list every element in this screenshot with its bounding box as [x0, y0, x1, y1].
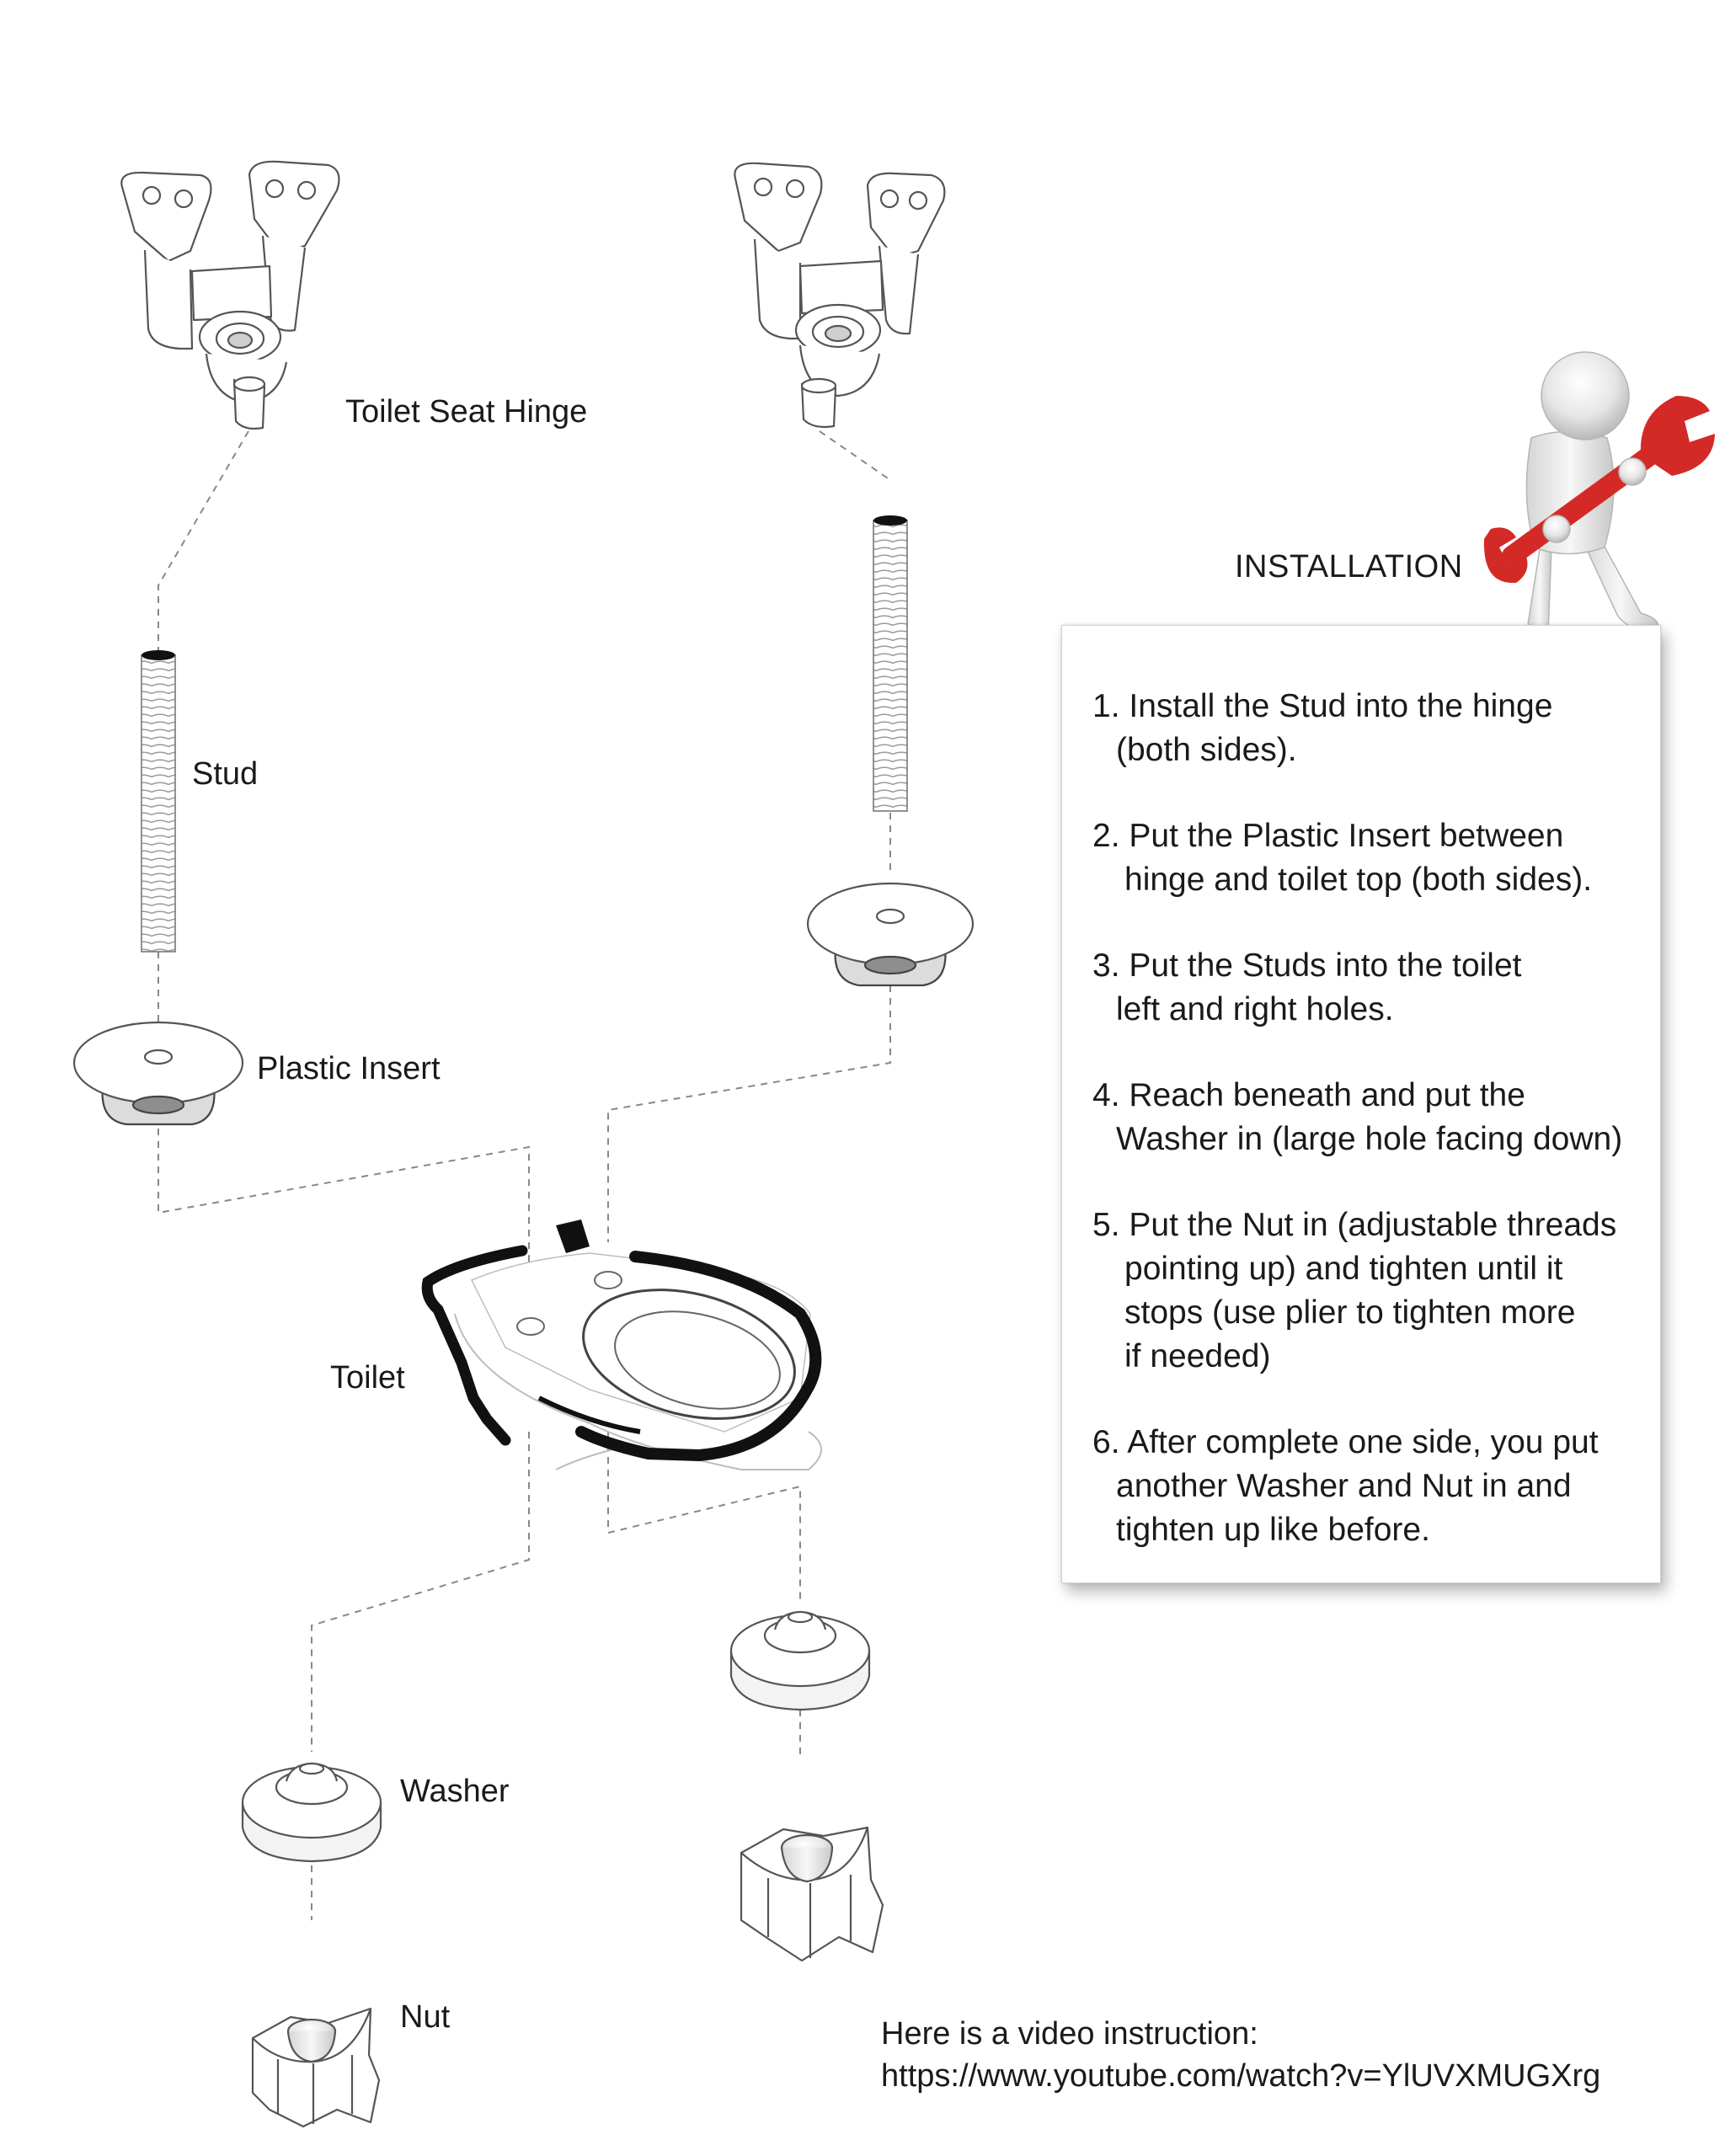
insert-icon	[72, 1021, 244, 1126]
step-3-line2: left and right holes.	[1116, 991, 1394, 1027]
step-4-line1: 4. Reach beneath and put the	[1092, 1077, 1525, 1113]
installation-steps-panel: 1. Install the Stud into the hinge (both…	[1061, 625, 1661, 1583]
installation-title: INSTALLATION	[1235, 549, 1463, 584]
step-2: 2. Put the Plastic Insert between hinge …	[1092, 814, 1635, 902]
step-5-line3: stops (use plier to tighten more	[1124, 1294, 1576, 1331]
step-4-line2: Washer in (large hole facing down)	[1116, 1121, 1623, 1157]
stud-icon	[873, 515, 908, 812]
step-6: 6. After complete one side, you put anot…	[1092, 1421, 1635, 1552]
step-1-line1: 1. Install the Stud into the hinge	[1092, 688, 1553, 724]
step-5: 5. Put the Nut in (adjustable threads po…	[1092, 1203, 1635, 1379]
step-2-line1: 2. Put the Plastic Insert between	[1092, 818, 1564, 854]
step-5-line1: 5. Put the Nut in (adjustable threads	[1092, 1207, 1617, 1243]
label-hinge: Toilet Seat Hinge	[345, 394, 588, 430]
label-washer: Washer	[400, 1774, 510, 1809]
video-instruction: Here is a video instruction: https://www…	[881, 2013, 1600, 2097]
step-5-line4: if needed)	[1124, 1338, 1271, 1374]
step-1: 1. Install the Stud into the hinge (both…	[1092, 685, 1635, 772]
step-6-line2: another Washer and Nut in and	[1116, 1468, 1572, 1504]
step-2-line2: hinge and toilet top (both sides).	[1124, 862, 1593, 898]
step-4: 4. Reach beneath and put the Washer in (…	[1092, 1074, 1635, 1161]
step-6-line1: 6. After complete one side, you put	[1092, 1424, 1599, 1460]
nut-icon	[251, 2007, 381, 2128]
guide-lines	[158, 430, 891, 1920]
washer-icon	[729, 1610, 871, 1711]
label-nut: Nut	[400, 1999, 451, 2035]
step-6-line3: tighten up like before.	[1116, 1512, 1430, 1548]
washer-icon	[241, 1762, 382, 1863]
step-3-line1: 3. Put the Studs into the toilet	[1092, 947, 1522, 984]
label-insert: Plastic Insert	[257, 1051, 441, 1086]
figure-with-wrench-icon	[1483, 351, 1715, 634]
step-3: 3. Put the Studs into the toilet left an…	[1092, 944, 1635, 1032]
hinge-icon	[120, 160, 340, 430]
toilet-icon	[421, 1219, 822, 1470]
stud-icon	[141, 650, 176, 953]
video-intro: Here is a video instruction:	[881, 2016, 1258, 2052]
insert-icon	[806, 882, 975, 987]
label-toilet: Toilet	[330, 1360, 405, 1396]
step-1-line2: (both sides).	[1116, 732, 1297, 768]
nut-icon	[740, 1826, 884, 1962]
label-stud: Stud	[192, 756, 259, 792]
video-url[interactable]: https://www.youtube.com/watch?v=YlUVXMUG…	[881, 2058, 1601, 2094]
hinge-icon	[734, 162, 946, 429]
step-5-line2: pointing up) and tighten until it	[1124, 1251, 1563, 1287]
